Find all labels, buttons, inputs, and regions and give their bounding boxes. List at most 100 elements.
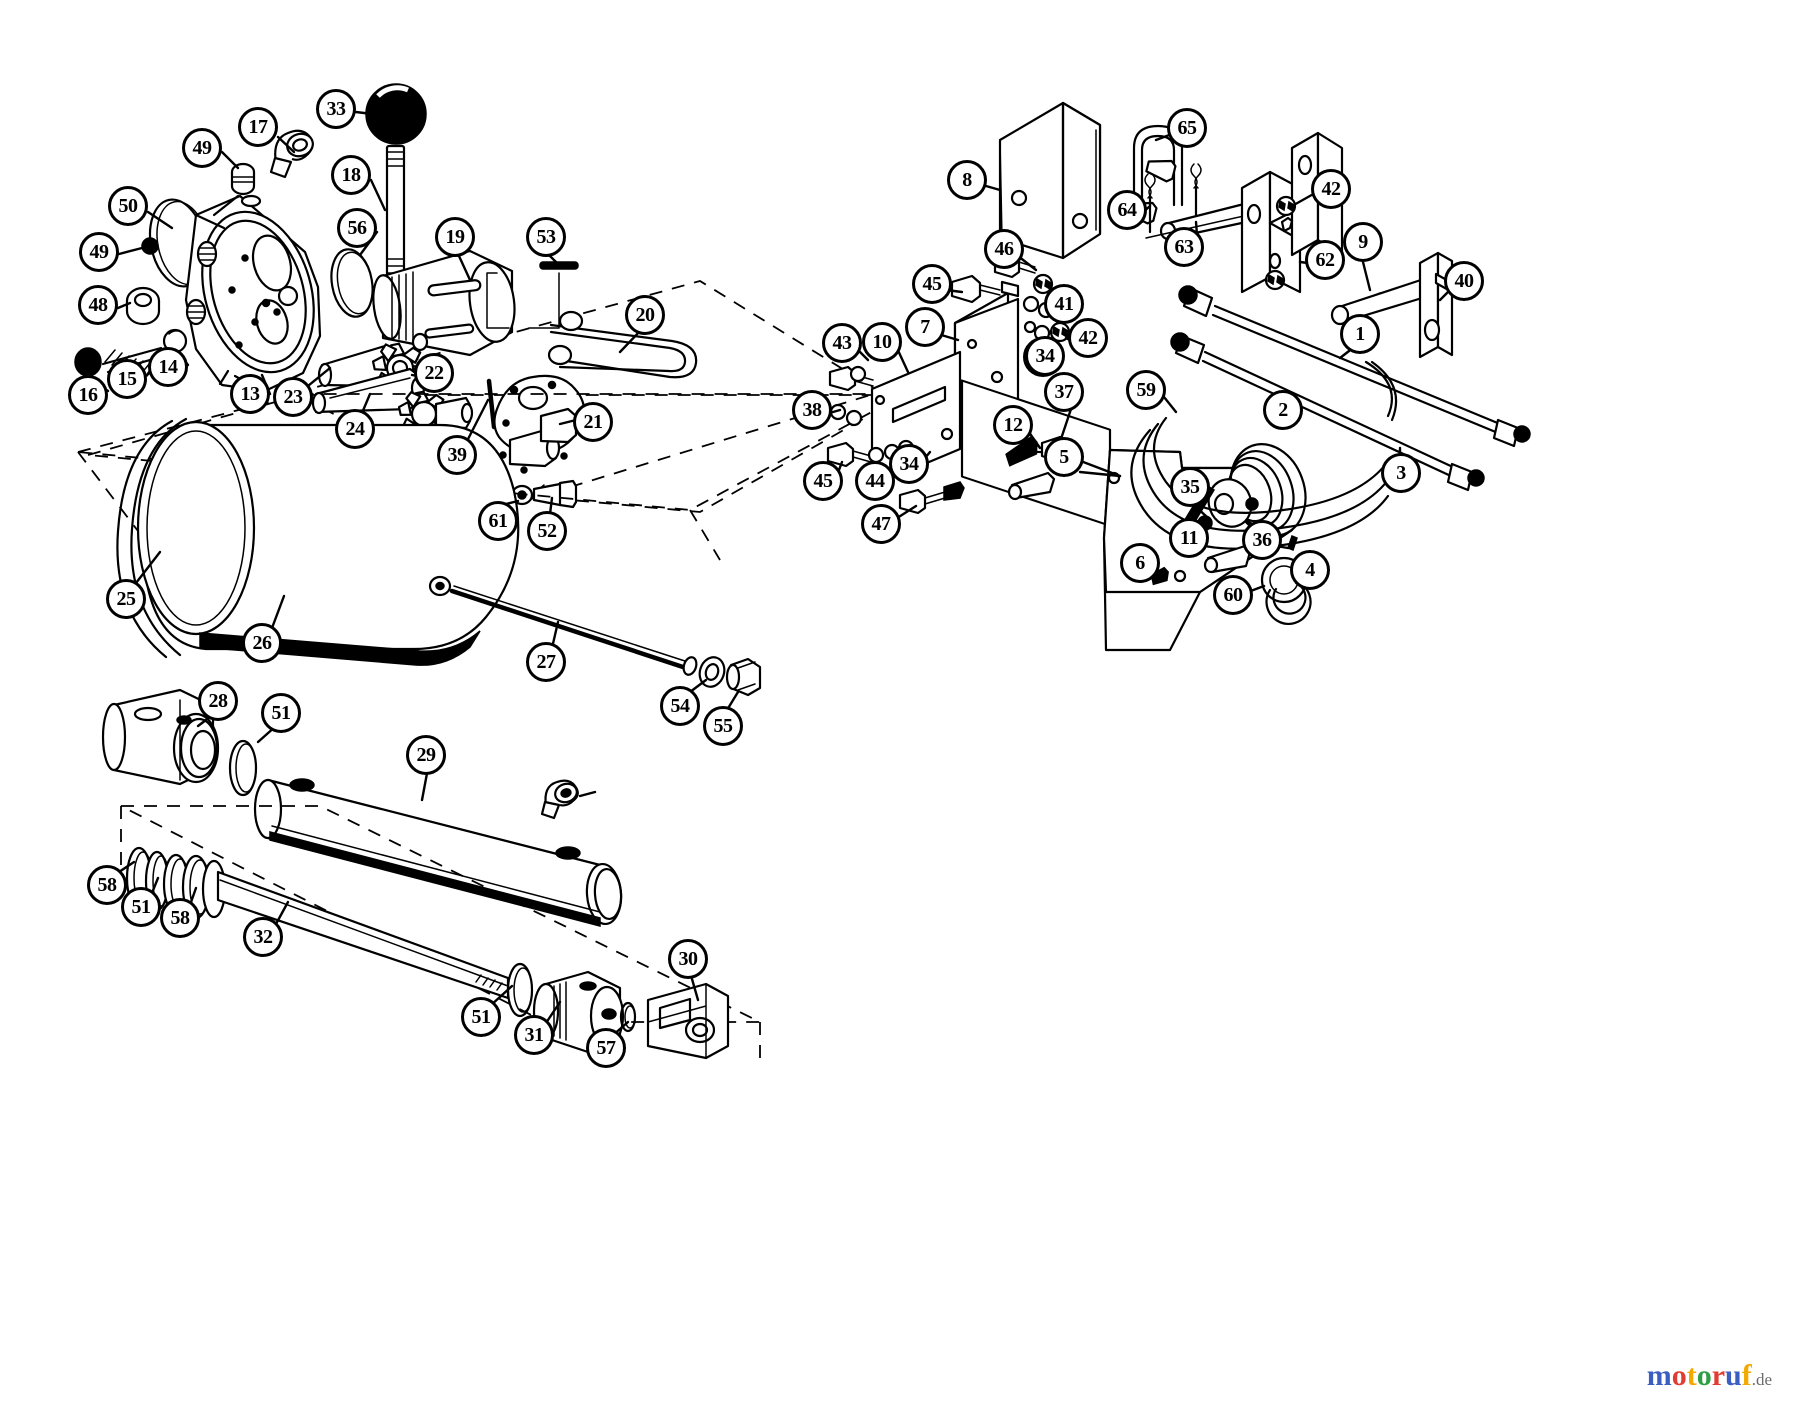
part-21-end-cap bbox=[493, 374, 586, 474]
callout-34[interactable]: 34 bbox=[1025, 336, 1065, 376]
callout-15[interactable]: 15 bbox=[107, 359, 147, 399]
part-1-hose bbox=[1178, 285, 1531, 448]
callout-49[interactable]: 49 bbox=[182, 128, 222, 168]
callout-48[interactable]: 48 bbox=[78, 285, 118, 325]
callout-39[interactable]: 39 bbox=[437, 435, 477, 475]
callout-36[interactable]: 36 bbox=[1242, 520, 1282, 560]
callout-65[interactable]: 65 bbox=[1167, 108, 1207, 148]
callout-3[interactable]: 3 bbox=[1381, 453, 1421, 493]
part-2-hose bbox=[1170, 332, 1485, 492]
watermark-letter: o bbox=[1671, 1359, 1687, 1392]
callout-42[interactable]: 42 bbox=[1311, 169, 1351, 209]
callout-27[interactable]: 27 bbox=[526, 642, 566, 682]
callout-56[interactable]: 56 bbox=[337, 208, 377, 248]
callout-5[interactable]: 5 bbox=[1044, 437, 1084, 477]
part-56-o-ring bbox=[330, 248, 374, 318]
callout-47[interactable]: 47 bbox=[861, 504, 901, 544]
callout-45[interactable]: 45 bbox=[912, 264, 952, 304]
part-17-elbow-fitting-lower bbox=[540, 779, 579, 820]
callout-53[interactable]: 53 bbox=[526, 217, 566, 257]
callout-61[interactable]: 61 bbox=[478, 501, 518, 541]
part-49-ball bbox=[141, 237, 159, 255]
callout-2[interactable]: 2 bbox=[1263, 390, 1303, 430]
callout-55[interactable]: 55 bbox=[703, 706, 743, 746]
callout-64[interactable]: 64 bbox=[1107, 190, 1147, 230]
callout-11[interactable]: 11 bbox=[1169, 518, 1209, 558]
callout-57[interactable]: 57 bbox=[586, 1028, 626, 1068]
callout-59[interactable]: 59 bbox=[1126, 370, 1166, 410]
callout-6[interactable]: 6 bbox=[1120, 543, 1160, 583]
callout-20[interactable]: 20 bbox=[625, 295, 665, 335]
watermark-letter: m bbox=[1646, 1359, 1672, 1392]
callout-28[interactable]: 28 bbox=[198, 681, 238, 721]
callout-51[interactable]: 51 bbox=[261, 693, 301, 733]
part-42-lockwasher-a bbox=[1275, 195, 1297, 217]
callout-49[interactable]: 49 bbox=[79, 232, 119, 272]
part-49-plug-top bbox=[230, 162, 256, 196]
part-48-bushing bbox=[125, 286, 161, 326]
callout-8[interactable]: 8 bbox=[947, 160, 987, 200]
callout-40[interactable]: 40 bbox=[1444, 261, 1484, 301]
callout-58[interactable]: 58 bbox=[160, 898, 200, 938]
callout-51[interactable]: 51 bbox=[121, 887, 161, 927]
part-64-cotter-pin bbox=[1144, 173, 1156, 234]
part-57-o-ring bbox=[619, 1001, 637, 1033]
callout-7[interactable]: 7 bbox=[905, 307, 945, 347]
callout-23[interactable]: 23 bbox=[273, 377, 313, 417]
callout-45[interactable]: 45 bbox=[803, 461, 843, 501]
callout-12[interactable]: 12 bbox=[993, 405, 1033, 445]
callout-21[interactable]: 21 bbox=[573, 402, 613, 442]
part-12-spacer bbox=[1007, 471, 1056, 501]
callout-37[interactable]: 37 bbox=[1044, 372, 1084, 412]
watermark-letter: o bbox=[1696, 1359, 1712, 1392]
callout-1[interactable]: 1 bbox=[1340, 314, 1380, 354]
callout-32[interactable]: 32 bbox=[243, 917, 283, 957]
callout-29[interactable]: 29 bbox=[406, 735, 446, 775]
callout-42[interactable]: 42 bbox=[1068, 318, 1108, 358]
callout-22[interactable]: 22 bbox=[414, 353, 454, 393]
part-51-o-ring-mid bbox=[506, 962, 534, 1018]
callout-34[interactable]: 34 bbox=[889, 444, 929, 484]
callout-9[interactable]: 9 bbox=[1343, 222, 1383, 262]
callout-14[interactable]: 14 bbox=[148, 347, 188, 387]
callout-38[interactable]: 38 bbox=[792, 390, 832, 430]
callout-51[interactable]: 51 bbox=[461, 997, 501, 1037]
callout-58[interactable]: 58 bbox=[87, 865, 127, 905]
callout-43[interactable]: 43 bbox=[822, 323, 862, 363]
callout-33[interactable]: 33 bbox=[316, 89, 356, 129]
callout-54[interactable]: 54 bbox=[660, 686, 700, 726]
callout-19[interactable]: 19 bbox=[435, 217, 475, 257]
callout-46[interactable]: 46 bbox=[984, 229, 1024, 269]
callout-63[interactable]: 63 bbox=[1164, 227, 1204, 267]
part-13-housing bbox=[184, 194, 322, 393]
callout-16[interactable]: 16 bbox=[68, 375, 108, 415]
callout-50[interactable]: 50 bbox=[108, 186, 148, 226]
callout-44[interactable]: 44 bbox=[855, 461, 895, 501]
part-16-plug bbox=[74, 347, 102, 377]
callout-13[interactable]: 13 bbox=[230, 374, 270, 414]
callout-10[interactable]: 10 bbox=[862, 322, 902, 362]
callout-30[interactable]: 30 bbox=[668, 939, 708, 979]
part-28-end-cap bbox=[101, 688, 220, 786]
watermark-letter: r bbox=[1711, 1359, 1726, 1392]
part-32-rod bbox=[216, 870, 510, 1000]
callout-31[interactable]: 31 bbox=[514, 1015, 554, 1055]
callout-4[interactable]: 4 bbox=[1290, 550, 1330, 590]
part-20-clip bbox=[547, 310, 698, 379]
callout-41[interactable]: 41 bbox=[1044, 284, 1084, 324]
callout-62[interactable]: 62 bbox=[1305, 240, 1345, 280]
callout-52[interactable]: 52 bbox=[527, 511, 567, 551]
watermark-suffix: .de bbox=[1751, 1370, 1772, 1389]
callout-26[interactable]: 26 bbox=[242, 623, 282, 663]
part-18-shaft bbox=[385, 144, 406, 282]
callout-35[interactable]: 35 bbox=[1170, 467, 1210, 507]
callout-18[interactable]: 18 bbox=[331, 155, 371, 195]
watermark-letter: u bbox=[1725, 1359, 1742, 1392]
part-33-knob bbox=[365, 83, 427, 145]
callout-17[interactable]: 17 bbox=[238, 107, 278, 147]
callout-60[interactable]: 60 bbox=[1213, 575, 1253, 615]
callout-24[interactable]: 24 bbox=[335, 409, 375, 449]
part-27-tie-rod bbox=[449, 585, 698, 676]
callout-25[interactable]: 25 bbox=[106, 579, 146, 619]
